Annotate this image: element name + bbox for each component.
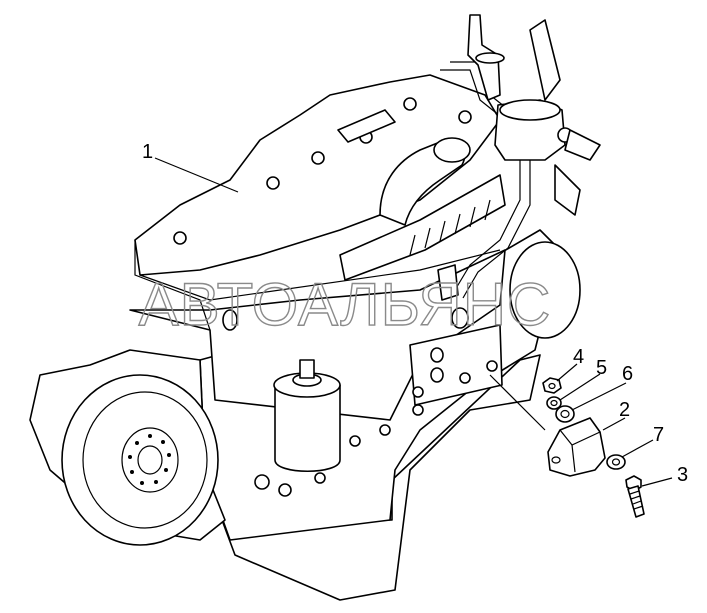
fan-blade-lower [554, 164, 581, 216]
name-plate [337, 109, 396, 143]
side-cover-bolts [412, 347, 498, 398]
callouts: 1 2 3 4 5 6 7 [142, 141, 688, 487]
assembly-axis [489, 374, 546, 431]
bolt-part-3 [625, 475, 645, 518]
block-bolts [254, 404, 424, 497]
fan-blade-right [564, 129, 601, 161]
flywheel [61, 374, 219, 546]
washer-part-7 [606, 454, 626, 470]
exploded-parts [489, 374, 645, 518]
callout-3: 3 [677, 464, 688, 486]
callout-2: 2 [619, 399, 630, 421]
callout-6: 6 [622, 363, 633, 385]
cylinder-block [129, 249, 506, 421]
valve-cover [134, 74, 501, 276]
side-cover [409, 324, 503, 406]
callout-7: 7 [653, 424, 664, 446]
oil-filter [273, 359, 341, 473]
intake-flange [433, 137, 471, 163]
fan-blade-top [529, 19, 561, 101]
block-boss [222, 309, 238, 331]
engine-assembly [29, 14, 601, 601]
rear-pulley [509, 241, 581, 339]
lock-washer-part-5 [546, 396, 562, 410]
watermark-text: АВТОАЛЬЯНС [139, 271, 552, 338]
callout-5: 5 [596, 357, 607, 379]
valve-cover-bolts [173, 97, 472, 245]
callout-4: 4 [573, 346, 584, 368]
manifold-fins [409, 199, 491, 256]
nut-part-4 [542, 377, 562, 394]
mount-bracket-part-2 [547, 417, 606, 477]
manifold [339, 174, 506, 281]
flat-washer-part-6 [555, 405, 575, 423]
callout-1: 1 [142, 141, 153, 163]
